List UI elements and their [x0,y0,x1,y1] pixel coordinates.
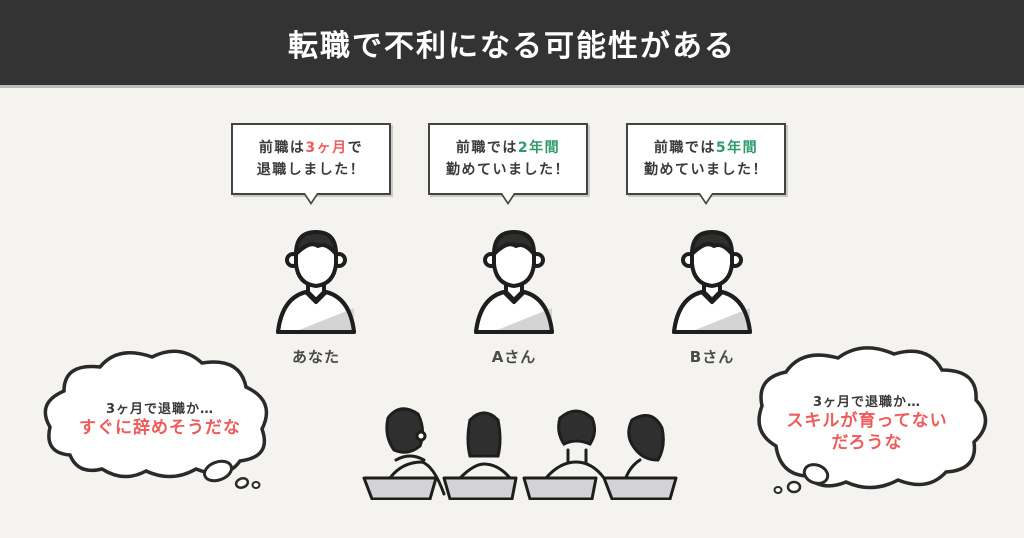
header-banner: 転職で不利になる可能性がある [0,0,1024,88]
speech-bubble-you: 前職は3ヶ月で 退職しました！ [231,123,391,195]
bubble-text: 勤めていました！ [644,162,768,178]
thought-highlight: すぐに辞めそうだな [79,418,241,438]
bubble-highlight: 2年間 [517,140,561,156]
bubble-text: で [347,140,364,156]
candidate-name-b: Bさん [689,348,735,366]
speech-bubble-b: 前職では5年間 勤めていました！ [626,123,786,195]
thought-cloud-left [43,349,269,489]
candidate-name-a: Aさん [491,348,537,366]
thought-cloud-right [757,346,988,494]
bubble-text: 退職しました！ [256,162,366,178]
thought-text-left: 3ヶ月で退職か… すぐに辞めそうだな [60,398,260,439]
bubble-text: 前職は [258,140,306,156]
bubble-text: 前職では [455,140,518,156]
candidate-name-you: あなた [291,348,340,366]
thought-line: 3ヶ月で退職か… [105,402,215,417]
person-icon-you [276,230,356,334]
thought-line: 3ヶ月で退職か… [812,395,922,410]
bubble-text: 勤めていました！ [446,162,570,178]
page-title: 転職で不利になる可能性がある [288,28,736,64]
thought-text-right: 3ヶ月で退職か… スキルが育ってない だろうな [762,391,972,454]
bubble-highlight: 5年間 [715,140,759,156]
interviewers-illustration [362,407,678,500]
person-icon-a [474,230,554,334]
bubble-text: 前職では [653,140,716,156]
thought-highlight: スキルが育ってない [786,411,948,431]
speech-bubble-a: 前職では2年間 勤めていました！ [428,123,588,195]
person-icon-b [672,230,752,334]
bubble-highlight: 3ヶ月 [305,140,348,156]
thought-highlight: だろうな [831,433,903,453]
